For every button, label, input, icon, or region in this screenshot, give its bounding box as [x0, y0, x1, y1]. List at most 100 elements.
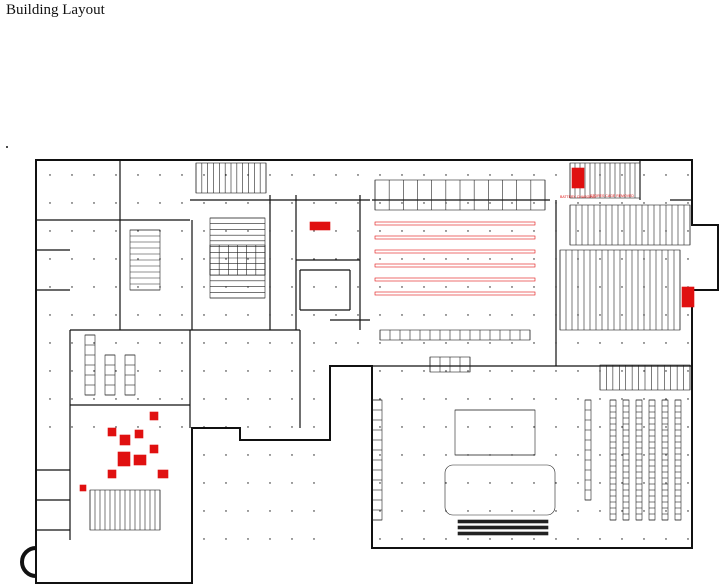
column-dot: [225, 426, 227, 428]
column-dot: [621, 314, 623, 316]
column-dot: [555, 538, 557, 540]
column-dot: [555, 286, 557, 288]
conveyor-line: [457, 525, 549, 530]
column-dot: [489, 342, 491, 344]
column-dot: [555, 174, 557, 176]
column-dot: [159, 342, 161, 344]
column-dot: [313, 286, 315, 288]
column-dot: [621, 510, 623, 512]
column-dot: [555, 482, 557, 484]
column-dot: [555, 202, 557, 204]
column-dot: [203, 482, 205, 484]
column-dot: [115, 174, 117, 176]
column-dot: [489, 258, 491, 260]
column-dot: [511, 538, 513, 540]
column-dot: [489, 286, 491, 288]
column-dot: [93, 426, 95, 428]
column-dot: [203, 202, 205, 204]
column-dot: [379, 510, 381, 512]
rack-bay: [622, 399, 630, 521]
column-dot: [291, 510, 293, 512]
column-dot: [137, 314, 139, 316]
column-dot: [291, 398, 293, 400]
column-dot: [115, 426, 117, 428]
column-dot: [489, 510, 491, 512]
column-dot: [665, 482, 667, 484]
column-dot: [423, 342, 425, 344]
column-dot: [247, 510, 249, 512]
column-dot: [247, 314, 249, 316]
column-dot: [401, 398, 403, 400]
column-dot: [665, 342, 667, 344]
column-dot: [533, 398, 535, 400]
column-dot: [203, 174, 205, 176]
column-dot: [357, 174, 359, 176]
red-equipment: [79, 484, 87, 492]
rack-bay: [635, 399, 643, 521]
column-dot: [621, 202, 623, 204]
column-dot: [357, 314, 359, 316]
rack-bay: [559, 249, 681, 331]
column-dot: [467, 370, 469, 372]
column-dot: [49, 370, 51, 372]
column-dot: [555, 342, 557, 344]
column-dot: [137, 426, 139, 428]
column-dot: [379, 454, 381, 456]
column-dot: [159, 314, 161, 316]
column-dot: [533, 510, 535, 512]
column-dot: [665, 202, 667, 204]
column-dot: [313, 174, 315, 176]
column-dot: [511, 230, 513, 232]
column-dot: [621, 538, 623, 540]
column-dot: [269, 426, 271, 428]
column-dot: [467, 174, 469, 176]
column-dot: [467, 398, 469, 400]
column-dot: [423, 398, 425, 400]
column-dot: [203, 538, 205, 540]
column-dot: [555, 230, 557, 232]
column-dot: [313, 426, 315, 428]
red-equipment: [681, 286, 695, 308]
column-dot: [533, 538, 535, 540]
column-dot: [203, 398, 205, 400]
rack-bay: [674, 399, 682, 521]
column-dot: [665, 538, 667, 540]
column-dot: [137, 370, 139, 372]
column-dot: [181, 258, 183, 260]
column-dot: [71, 258, 73, 260]
red-equipment: [149, 444, 159, 454]
column-dot: [445, 482, 447, 484]
column-dot: [489, 370, 491, 372]
column-dot: [599, 286, 601, 288]
column-dot: [489, 174, 491, 176]
column-dot: [93, 314, 95, 316]
column-dot: [423, 314, 425, 316]
column-dot: [159, 202, 161, 204]
column-dot: [291, 230, 293, 232]
column-dot: [379, 482, 381, 484]
column-dot: [247, 258, 249, 260]
column-dot: [335, 202, 337, 204]
column-dot: [115, 258, 117, 260]
column-dot: [555, 510, 557, 512]
rack-bay: [661, 399, 669, 521]
red-rack-row: [374, 249, 536, 254]
column-dot: [621, 482, 623, 484]
column-dot: [599, 314, 601, 316]
building-walls: [35, 159, 719, 584]
column-dot: [423, 174, 425, 176]
rack-bay: [454, 409, 536, 456]
column-dot: [555, 314, 557, 316]
column-dot: [687, 230, 689, 232]
column-dot: [489, 314, 491, 316]
column-dot: [687, 314, 689, 316]
column-dot: [49, 230, 51, 232]
column-dot: [467, 202, 469, 204]
column-dot: [137, 202, 139, 204]
column-dot: [71, 426, 73, 428]
column-dot: [93, 370, 95, 372]
column-dot: [467, 510, 469, 512]
column-dot: [687, 538, 689, 540]
column-dot: [687, 370, 689, 372]
column-dot: [49, 174, 51, 176]
